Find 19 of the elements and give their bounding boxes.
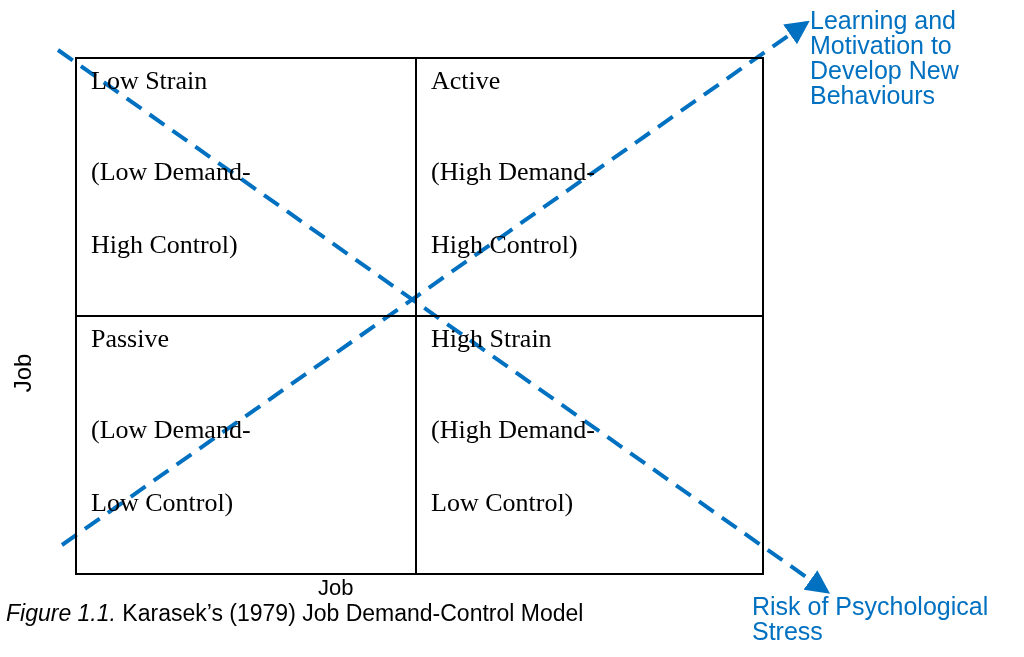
- quadrant-cell: [75, 57, 417, 317]
- axis-label: Job: [318, 577, 354, 599]
- quadrant-description: (High Demand- Low Control): [431, 414, 596, 519]
- quadrant-description: (Low Demand- High Control): [91, 156, 252, 261]
- quadrant-title: Low Strain: [91, 65, 208, 97]
- quadrant-cell: [415, 315, 764, 575]
- quadrant-title: Active: [431, 65, 501, 97]
- quadrant-description: (High Demand- High Control): [431, 156, 596, 261]
- quadrant-cell: [75, 315, 417, 575]
- figure-caption: Figure 1.1. Karasek’s (1979) Job Demand-Control Model: [6, 602, 584, 625]
- quadrant-title: High Strain: [431, 323, 552, 355]
- dashed-arrow: [60, 20, 810, 547]
- quadrant-description: (Low Demand- Low Control): [91, 414, 252, 519]
- quadrant-cell: [415, 57, 764, 317]
- outcome-label: Risk of Psychological Stress: [752, 594, 1020, 654]
- axis-label: Job: [8, 353, 37, 393]
- quadrant-title: Passive: [91, 323, 169, 355]
- outcome-label: Learning and Motivation to Develop New Behaviours: [810, 8, 1010, 116]
- dashed-arrow: [56, 48, 831, 594]
